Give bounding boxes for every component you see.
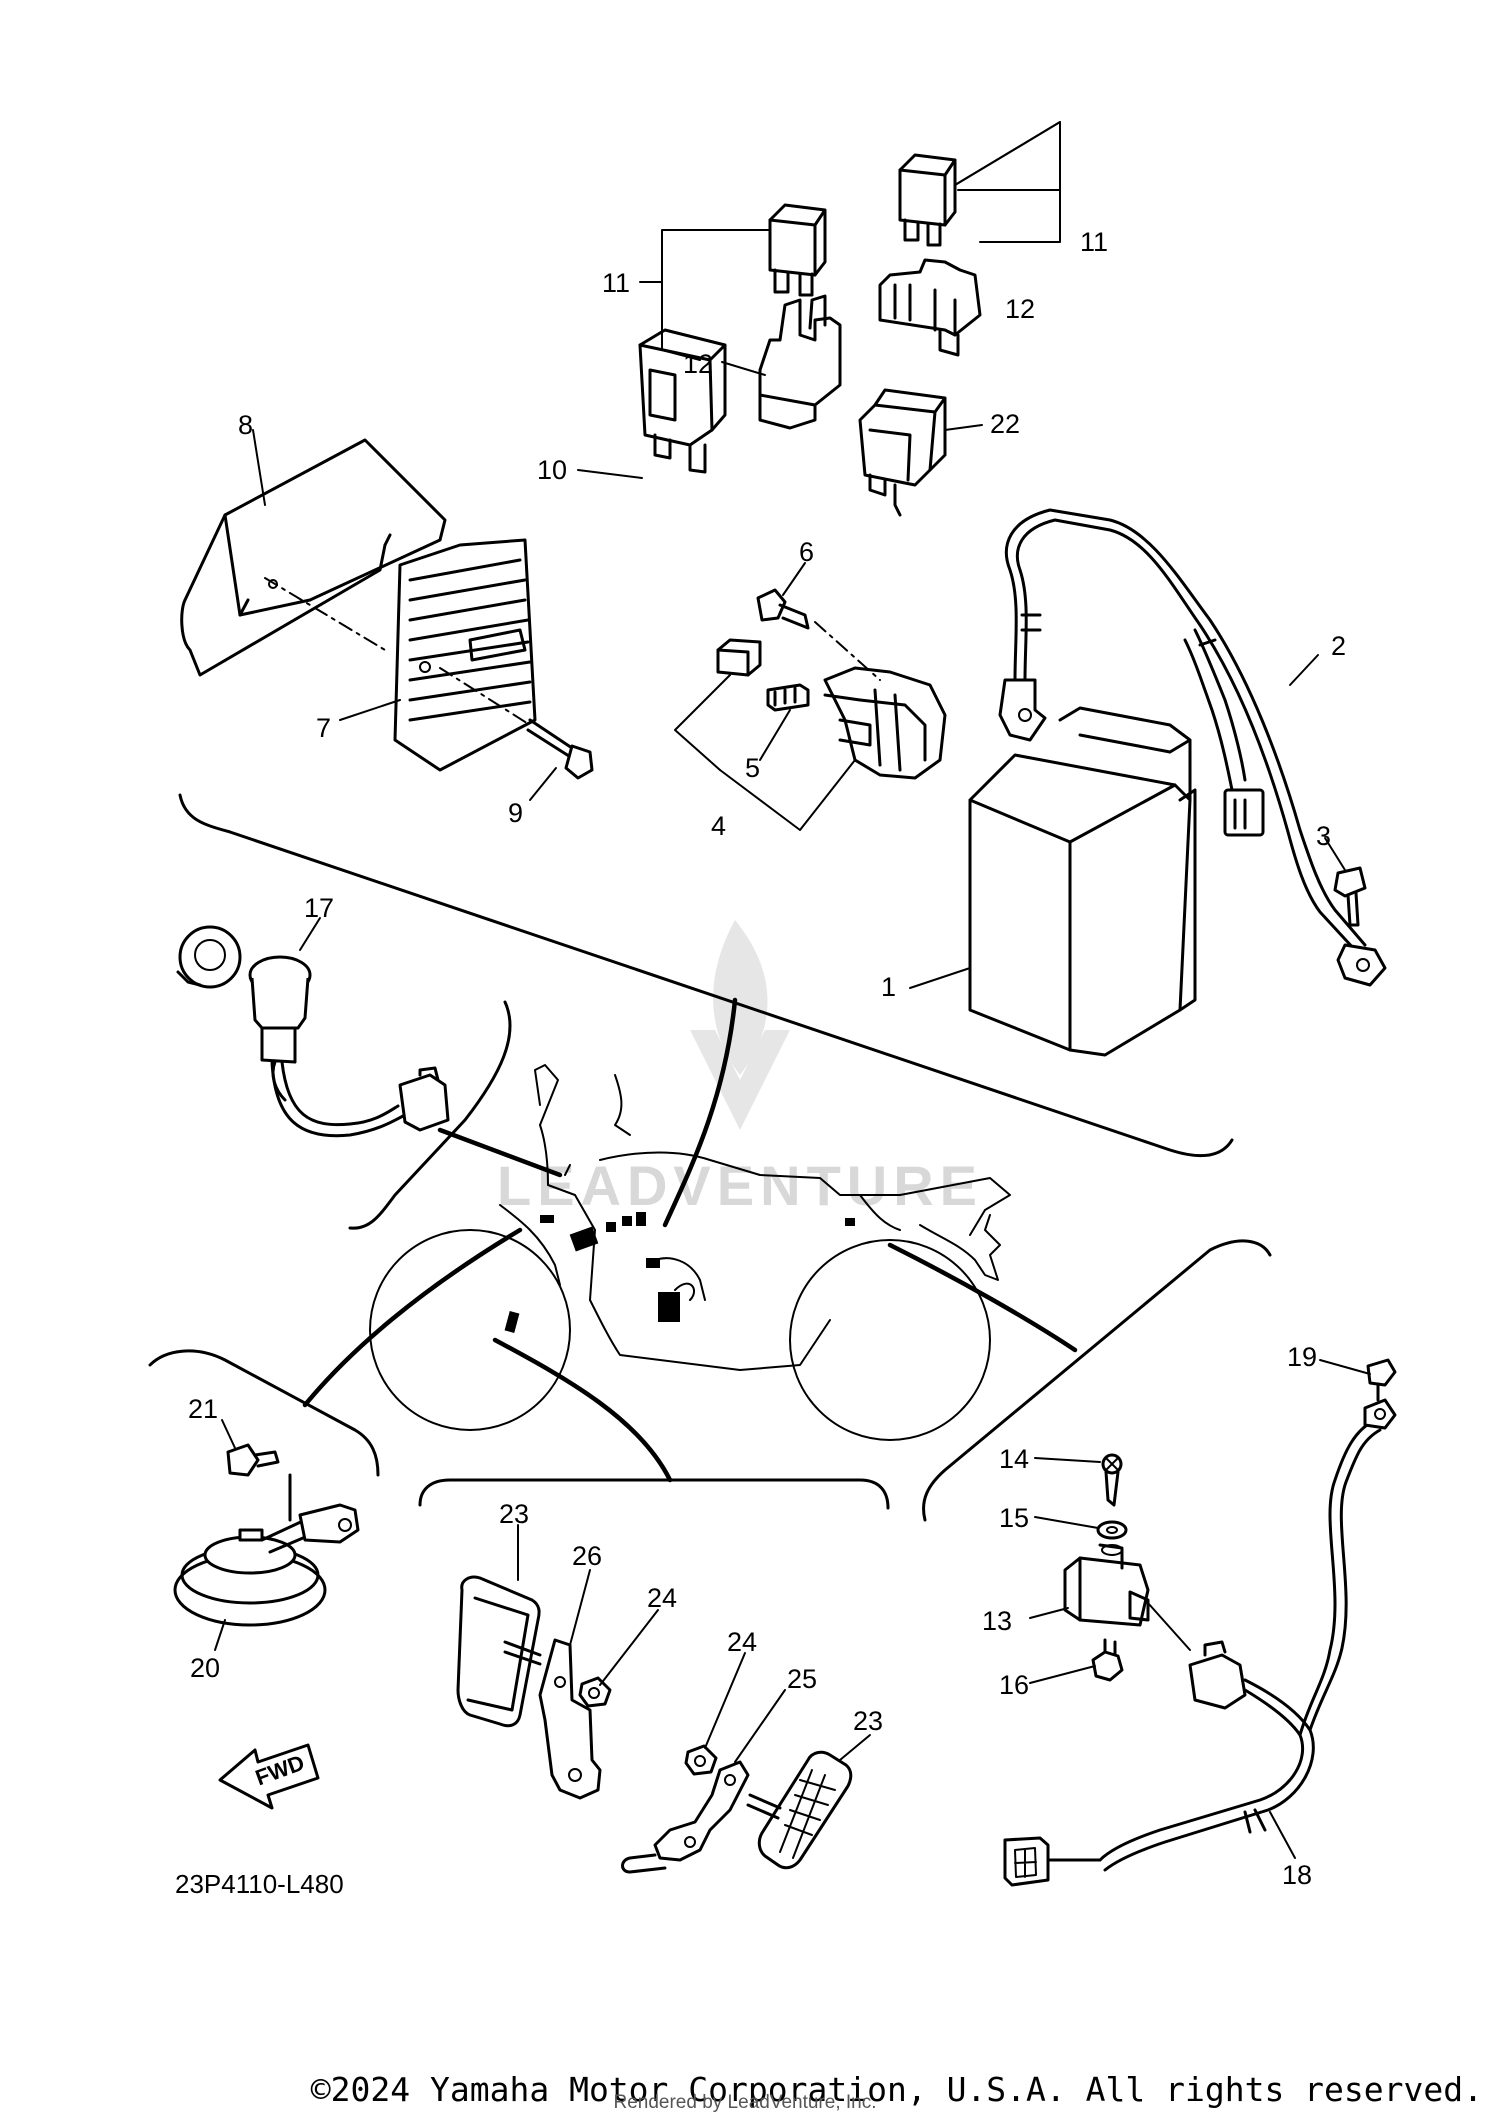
callout-22: 22 — [990, 409, 1020, 439]
part-12-socket-right[interactable] — [878, 258, 982, 357]
part-21-bolt[interactable] — [226, 1443, 280, 1477]
callout-23b: 23 — [853, 1706, 883, 1736]
part-12-socket-left[interactable] — [758, 294, 842, 430]
callout-14: 14 — [999, 1444, 1029, 1474]
callout-5: 5 — [745, 753, 760, 783]
callout-24a: 24 — [647, 1583, 677, 1613]
callout-1: 1 — [881, 972, 896, 1002]
part-2-battery-cable[interactable] — [998, 508, 1387, 987]
callout-8: 8 — [238, 410, 253, 440]
diagram-code: 23P4110-L480 — [175, 1869, 344, 1899]
part-15-washer[interactable] — [1096, 1520, 1128, 1540]
callout-12a: 12 — [683, 349, 713, 379]
part-9-bolt[interactable] — [526, 718, 594, 780]
callout-6: 6 — [799, 537, 814, 567]
part-5-fuse[interactable] — [716, 638, 762, 677]
callout-4: 4 — [711, 811, 726, 841]
part-26-bracket[interactable] — [503, 1638, 602, 1800]
part-24-nut-left[interactable] — [578, 1676, 612, 1708]
part-19-bolt[interactable] — [1363, 1358, 1397, 1430]
part-4-starter-relay[interactable] — [823, 666, 947, 780]
callout-26: 26 — [572, 1541, 602, 1571]
callout-20: 20 — [190, 1653, 220, 1683]
part-10-relay[interactable] — [638, 328, 727, 474]
rendered-by-text: Rendered by LeadVenture, Inc. — [613, 2092, 876, 2113]
callout-21: 21 — [188, 1394, 218, 1424]
copyright-text: ©2024 Yamaha Motor Corporation, U.S.A. A… — [311, 2070, 1483, 2109]
watermark-text: LEADVENTURE — [497, 1154, 983, 1217]
part-17-socket[interactable] — [176, 925, 450, 1138]
part-20-horn[interactable] — [173, 1473, 360, 1627]
callout-9: 9 — [508, 798, 523, 828]
callout-24b: 24 — [727, 1627, 757, 1657]
callout-23a: 23 — [499, 1499, 529, 1529]
part-1-battery[interactable] — [968, 706, 1197, 1057]
watermark: LEADVENTURE — [497, 920, 983, 1217]
callout-11b: 11 — [1080, 227, 1108, 257]
part-7-rectifier-regulator[interactable] — [393, 538, 537, 772]
part-25-bracket[interactable] — [621, 1760, 782, 1874]
callout-12b: 12 — [1005, 294, 1035, 324]
callout-18: 18 — [1282, 1860, 1312, 1890]
part-22-relay[interactable] — [858, 388, 947, 517]
callout-17: 17 — [304, 893, 334, 923]
callout-3: 3 — [1316, 821, 1331, 851]
part-3-screw[interactable] — [1333, 866, 1367, 927]
callout-11a: 11 — [602, 268, 630, 298]
callouts: 8 7 9 10 11 11 12 12 22 6 5 4 1 2 3 17 2… — [188, 227, 1346, 1890]
part-5-fuse-small[interactable] — [766, 683, 810, 712]
group-outlines — [148, 793, 1272, 1522]
part-11-relay-left[interactable] — [768, 203, 827, 297]
leader-lines — [214, 121, 1371, 1859]
part-13-sensor[interactable] — [1063, 1543, 1150, 1627]
part-11-relay-right[interactable] — [898, 153, 957, 247]
callout-13: 13 — [982, 1606, 1012, 1636]
motorcycle-outline — [369, 1064, 1011, 1441]
fwd-arrow-icon: FWD — [218, 1743, 320, 1810]
callout-15: 15 — [999, 1503, 1029, 1533]
part-23-footrest-right[interactable] — [757, 1750, 853, 1870]
part-14-screw[interactable] — [1101, 1453, 1123, 1507]
part-24-nut-right[interactable] — [684, 1744, 718, 1776]
part-23-footrest-left[interactable] — [456, 1575, 541, 1728]
callout-16: 16 — [999, 1670, 1029, 1700]
part-8-cover[interactable] — [180, 438, 447, 677]
callout-25: 25 — [787, 1664, 817, 1694]
callout-2: 2 — [1331, 631, 1346, 661]
callout-7: 7 — [316, 713, 331, 743]
callout-19: 19 — [1287, 1342, 1317, 1372]
callout-10: 10 — [537, 455, 567, 485]
part-18-lead[interactable] — [1003, 1418, 1382, 1887]
part-16-bolt[interactable] — [1091, 1638, 1124, 1682]
part-6-screw[interactable] — [756, 588, 810, 630]
